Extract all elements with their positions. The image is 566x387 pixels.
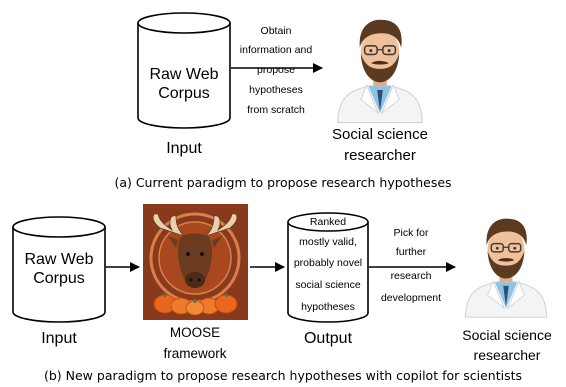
caption-a: (a) Current paradigm to propose research…: [114, 175, 451, 190]
top-researcher-line-2: researcher: [344, 147, 416, 164]
bottom-corpus-line-1: Raw Web: [24, 251, 93, 268]
bottom-input-label: Input: [41, 330, 77, 347]
bottom-arrow-line-2: further: [396, 246, 427, 258]
top-corpus-line-1: Raw Web: [149, 66, 218, 83]
bottom-researcher-line-2: researcher: [474, 347, 541, 363]
bottom-arrow-line-4: development: [381, 292, 441, 304]
top-input-label: Input: [166, 140, 202, 157]
moose-logo-icon: [143, 204, 248, 320]
top-arrow-line-1: Obtain: [261, 25, 292, 37]
top-arrow-line-5: from scratch: [247, 104, 305, 116]
top-arrow-line-4: hypotheses: [249, 84, 303, 96]
bottom-researcher-line-1: Social science: [462, 327, 552, 343]
caption-b: (b) New paradigm to propose research hyp…: [44, 368, 522, 383]
output-cylinder: Ranked mostly valid, probably novel soci…: [287, 212, 369, 323]
output-line-2: mostly valid,: [299, 236, 357, 248]
top-arrow-line-2: information and: [240, 44, 313, 56]
top-arrow-text: Obtain information and propose hypothese…: [240, 25, 313, 116]
top-corpus-line-2: Corpus: [158, 85, 210, 102]
output-label: Output: [304, 330, 353, 347]
top-corpus-cylinder: Raw Web Corpus: [137, 12, 231, 129]
bottom-corpus-line-2: Corpus: [33, 270, 85, 287]
top-arrow-line-3: propose: [257, 64, 295, 76]
output-line-1: Ranked: [310, 216, 346, 228]
output-line-4: social science: [295, 279, 361, 291]
bottom-arrow-line-3: research: [391, 270, 432, 282]
top-researcher-line-1: Social science: [332, 126, 428, 143]
moose-line-2: framework: [163, 346, 226, 361]
researcher-avatar-icon: [336, 18, 424, 124]
output-line-5: hypotheses: [301, 301, 355, 313]
researcher-avatar-icon: [464, 217, 548, 318]
moose-line-1: MOOSE: [170, 325, 220, 340]
bottom-arrow-text: Pick for further research development: [381, 227, 441, 304]
bottom-corpus-cylinder: Raw Web Corpus: [12, 216, 106, 323]
output-line-3: probably novel: [294, 257, 362, 269]
bottom-arrow-line-1: Pick for: [393, 227, 429, 239]
